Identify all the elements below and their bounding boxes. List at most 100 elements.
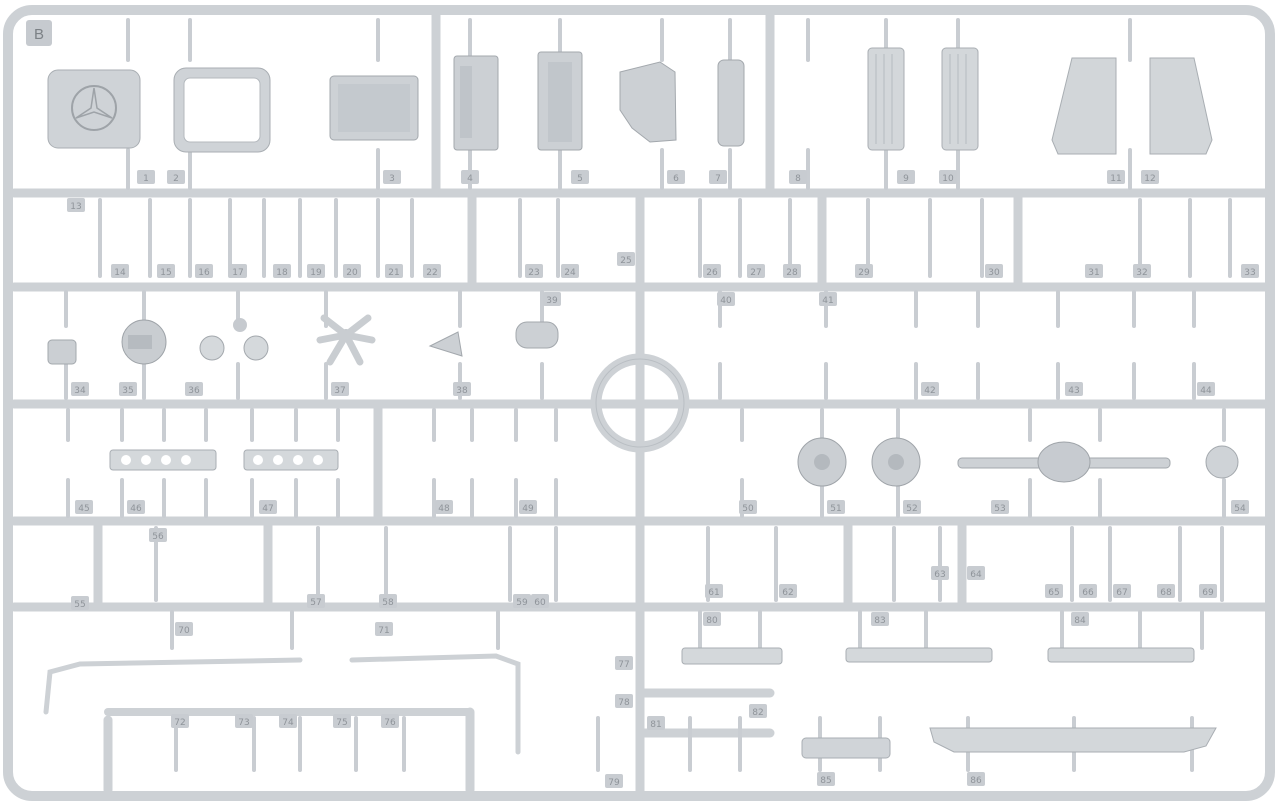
part-number-tab: 8 — [789, 170, 807, 184]
part-number-label: 42 — [924, 386, 935, 396]
part-number-label: 40 — [720, 296, 732, 306]
part-number-tab: 13 — [67, 198, 85, 212]
part-number-label: 76 — [384, 718, 396, 728]
part-number-tab: 22 — [423, 264, 441, 278]
part-number-tab: 49 — [519, 500, 537, 514]
part-number-label: 82 — [752, 708, 763, 718]
part-number-tab: 56 — [149, 528, 167, 542]
part-number-label: 8 — [795, 174, 801, 184]
part-number-tab: 66 — [1079, 584, 1097, 598]
part-bar-47 — [243, 449, 339, 471]
part-number-tab: 71 — [375, 622, 393, 636]
part-number-tab: 81 — [647, 716, 665, 730]
part-number-label: 60 — [534, 598, 546, 608]
part-number-tab: 52 — [903, 500, 921, 514]
part-number-label: 17 — [232, 268, 243, 278]
part-number-label: 65 — [1048, 588, 1059, 598]
part-number-label: 75 — [336, 718, 347, 728]
part-number-tab: 25 — [617, 252, 635, 266]
part-disc-54 — [1205, 445, 1239, 479]
part-number-label: 9 — [903, 174, 909, 184]
part-number-label: 49 — [522, 504, 534, 514]
part-number-tab: 65 — [1045, 584, 1063, 598]
part-number-label: 71 — [378, 626, 389, 636]
part-number-tab: 48 — [435, 500, 453, 514]
part-number-label: 83 — [874, 616, 885, 626]
part-number-label: 27 — [750, 268, 761, 278]
part-number-label: 41 — [822, 296, 833, 306]
part-number-tab: 4 — [461, 170, 479, 184]
part-number-tab: 7 — [709, 170, 727, 184]
part-number-label: 45 — [78, 504, 89, 514]
part-number-tab: 17 — [229, 264, 247, 278]
part-bar-45 — [109, 449, 217, 471]
part-number-tab: 76 — [381, 714, 399, 728]
part-housing-34 — [47, 339, 77, 365]
part-grille-frame-open — [173, 67, 271, 153]
part-number-label: 47 — [262, 504, 273, 514]
part-number-tab: 43 — [1065, 382, 1083, 396]
part-number-label: 67 — [1116, 588, 1127, 598]
part-number-label: 85 — [820, 776, 831, 786]
part-number-label: 63 — [934, 570, 945, 580]
part-engine-block-4 — [453, 55, 499, 151]
part-number-label: 14 — [114, 268, 126, 278]
part-number-label: 29 — [858, 268, 870, 278]
part-brake-drum-52 — [871, 437, 921, 487]
part-number-label: 50 — [742, 504, 754, 514]
part-number-tab: 61 — [705, 584, 723, 598]
part-number-label: 25 — [620, 256, 631, 266]
part-number-tab: 31 — [1085, 264, 1103, 278]
part-number-label: 73 — [238, 718, 249, 728]
part-number-label: 74 — [282, 718, 294, 728]
part-axle-53 — [957, 441, 1171, 483]
part-number-tab: 82 — [749, 704, 767, 718]
part-number-tab: 55 — [71, 596, 89, 610]
part-number-label: 64 — [970, 570, 982, 580]
part-number-label: 69 — [1202, 588, 1214, 598]
part-number-label: 43 — [1068, 386, 1079, 396]
part-number-label: 5 — [577, 174, 583, 184]
part-number-label: 81 — [650, 720, 661, 730]
part-number-label: 22 — [426, 268, 437, 278]
part-number-tab: 5 — [571, 170, 589, 184]
part-number-tab: 47 — [259, 500, 277, 514]
part-number-label: 21 — [388, 268, 399, 278]
part-number-label: 78 — [618, 698, 630, 708]
part-number-tab: 59 — [513, 594, 531, 608]
part-number-label: 35 — [122, 386, 133, 396]
part-number-tab: 15 — [157, 264, 175, 278]
part-number-label: 19 — [310, 268, 322, 278]
part-number-label: 56 — [152, 532, 164, 542]
part-fender-right-12 — [1149, 57, 1213, 155]
part-number-tab: 46 — [127, 500, 145, 514]
part-number-tab: 54 — [1231, 500, 1249, 514]
part-number-tab: 38 — [453, 382, 471, 396]
part-number-tab: 70 — [175, 622, 193, 636]
part-number-label: 48 — [438, 504, 450, 514]
part-number-tab: 84 — [1071, 612, 1089, 626]
part-number-tab: 44 — [1197, 382, 1215, 396]
part-number-label: 36 — [188, 386, 200, 396]
part-number-tab: 74 — [279, 714, 297, 728]
part-number-tab: 2 — [167, 170, 185, 184]
part-number-tab: 32 — [1133, 264, 1151, 278]
part-number-tab: 26 — [703, 264, 721, 278]
part-number-label: 80 — [706, 616, 718, 626]
part-number-tab: 72 — [171, 714, 189, 728]
part-crossmember-84 — [845, 647, 993, 663]
part-number-tab: 6 — [667, 170, 685, 184]
part-belt-36 — [199, 318, 269, 361]
part-number-tab: 73 — [235, 714, 253, 728]
part-number-label: 28 — [786, 268, 798, 278]
part-number-label: 1 — [143, 174, 149, 184]
part-number-tab: 41 — [819, 292, 837, 306]
part-number-tab: 29 — [855, 264, 873, 278]
part-number-label: 37 — [334, 386, 345, 396]
part-number-tab: 34 — [71, 382, 89, 396]
part-exhaust-pipe-71 — [43, 657, 303, 715]
part-number-label: 26 — [706, 268, 718, 278]
part-radiator-shell-9 — [867, 47, 905, 151]
